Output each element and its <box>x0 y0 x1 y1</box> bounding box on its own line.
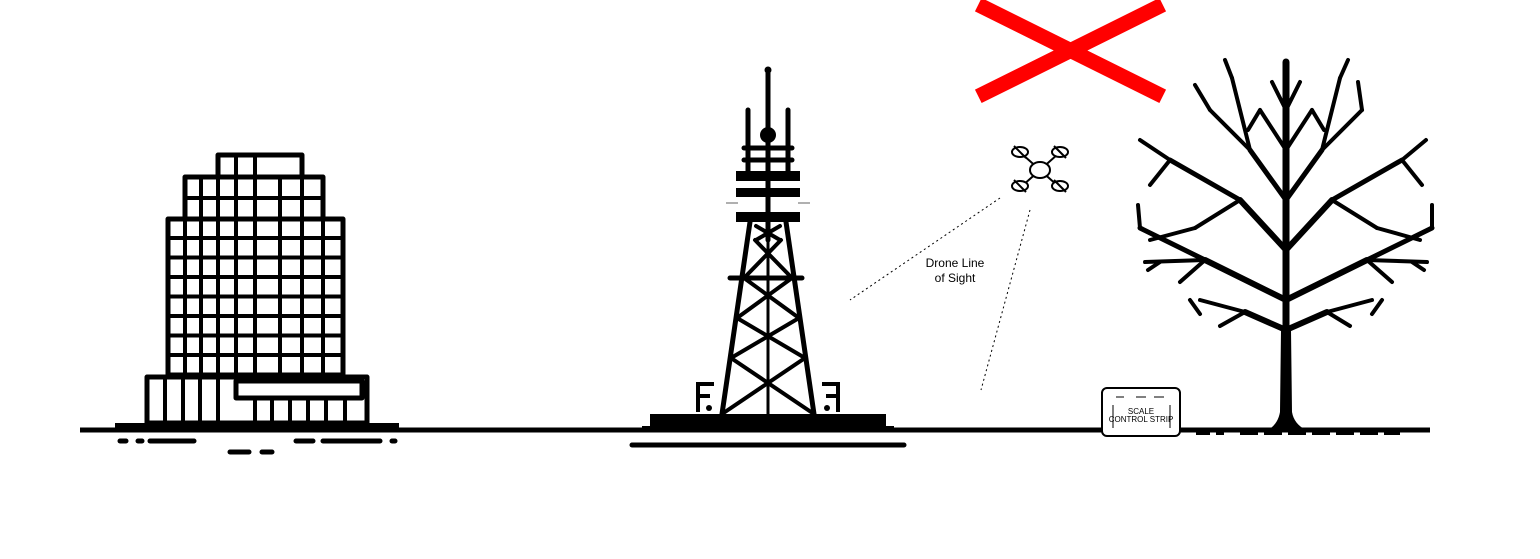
scale-strip-label-1: SCALE <box>1128 407 1154 416</box>
drone-line-label-2: of Sight <box>935 271 976 285</box>
red-x-icon <box>974 0 1167 104</box>
radio-tower-icon <box>629 66 907 448</box>
ground-line <box>80 427 1430 455</box>
scale-control-strip: SCALE CONTROL STRIP <box>1101 387 1181 437</box>
line-of-sight <box>849 197 1031 391</box>
office-building-icon <box>115 152 399 430</box>
quadcopter-drone-icon <box>1011 145 1069 193</box>
drone-line-label-1: Drone Line <box>926 256 985 270</box>
scale-strip-label-2: CONTROL STRIP <box>1109 415 1174 424</box>
tree-icon <box>1136 58 1435 430</box>
